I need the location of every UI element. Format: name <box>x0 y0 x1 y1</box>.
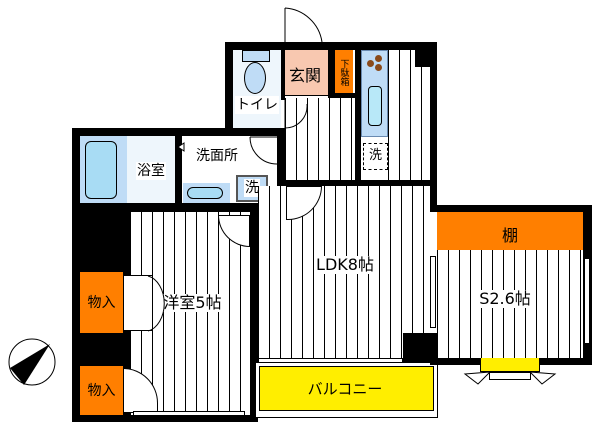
side-window <box>584 258 590 344</box>
closet-1 <box>80 272 123 333</box>
front-door-swing <box>284 7 323 43</box>
wall <box>225 42 437 50</box>
washer-label: 洗 <box>244 179 260 197</box>
balcony <box>259 366 434 411</box>
wall <box>415 50 430 67</box>
window <box>133 411 245 416</box>
sink-icon <box>368 86 382 126</box>
bathtub-icon <box>85 141 117 199</box>
side-window <box>430 256 436 328</box>
wall <box>285 180 437 186</box>
closet-1-label: 物入 <box>87 295 116 311</box>
closet-2-label: 物入 <box>87 383 116 399</box>
wall <box>277 128 285 213</box>
entrance-label: 玄関 <box>288 66 321 85</box>
toilet-tank <box>242 50 270 62</box>
shoe-box-label: 下駄箱 <box>338 58 349 86</box>
wall <box>72 128 285 136</box>
balcony-label: バルコニー <box>307 380 383 398</box>
wall <box>175 136 182 203</box>
service-room-label: S2.6帖 <box>478 289 532 308</box>
ldk-upper-floor <box>388 50 430 182</box>
toilet-label: トイレ <box>235 96 279 114</box>
closet-2 <box>80 366 123 415</box>
shelf-label: 棚 <box>501 226 518 245</box>
fridge-space <box>363 143 388 170</box>
wall <box>430 42 437 212</box>
wall <box>281 50 285 100</box>
wall <box>225 42 233 132</box>
wall <box>72 415 258 422</box>
entrance <box>285 50 328 96</box>
wall <box>328 50 335 98</box>
washbasin-icon <box>187 187 223 199</box>
bay-window-sash <box>489 372 531 380</box>
closet-1-door[interactable] <box>123 275 153 331</box>
washroom-door-swing <box>249 136 278 165</box>
wall <box>403 333 437 362</box>
shelf <box>437 212 583 250</box>
shoe-box <box>335 50 353 93</box>
stove-icon <box>367 55 385 75</box>
compass-icon <box>8 338 56 386</box>
wall <box>430 205 592 212</box>
bay-window[interactable] <box>480 358 540 372</box>
washroom-label: 洗面所 <box>195 147 239 165</box>
wall <box>72 128 80 422</box>
bay-window-swing <box>463 371 557 385</box>
ldk-label: LDK8帖 <box>315 255 375 274</box>
wall <box>355 50 361 180</box>
wall <box>328 93 360 98</box>
toilet-bowl-icon <box>244 62 266 94</box>
closet-door-swing <box>147 275 165 332</box>
fridge-space-label: 洗 <box>367 147 383 165</box>
toilet-door-swing <box>284 100 308 129</box>
wall <box>250 212 258 422</box>
western-room-label: 洋室5帖 <box>162 293 223 312</box>
bath-label: 浴室 <box>136 162 166 180</box>
hallway <box>285 98 355 180</box>
wall <box>72 203 285 212</box>
